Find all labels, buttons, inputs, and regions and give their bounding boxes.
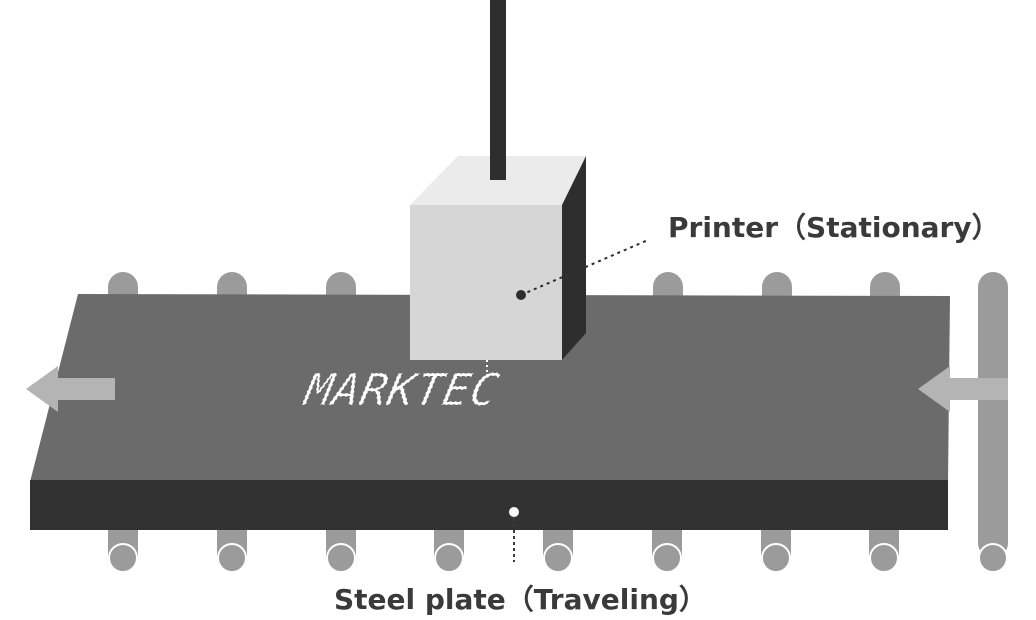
- printer-top-face: [410, 156, 586, 205]
- front-roller: [543, 520, 573, 573]
- printer-arm: [490, 0, 506, 180]
- steel-plate-edge: [30, 480, 948, 530]
- marking-text: MARKTEC: [299, 365, 504, 415]
- plate-leader-dot: [509, 507, 519, 517]
- steel-plate-top: [30, 294, 950, 482]
- printer-arm-stub: [490, 156, 506, 180]
- printer-leader-line: [520, 239, 649, 296]
- printer: [410, 156, 586, 360]
- printer-label: Printer（Stationary）: [668, 211, 1000, 244]
- steel-plate-label: Steel plate（Traveling）: [334, 583, 707, 616]
- printer-front-face: [410, 205, 562, 360]
- direction-arrow-left-icon: [918, 366, 1008, 412]
- steel-plate: [30, 294, 950, 530]
- printer-side-face: [562, 156, 586, 360]
- side-roller: [978, 272, 1008, 573]
- direction-arrow-left-icon: [26, 366, 115, 412]
